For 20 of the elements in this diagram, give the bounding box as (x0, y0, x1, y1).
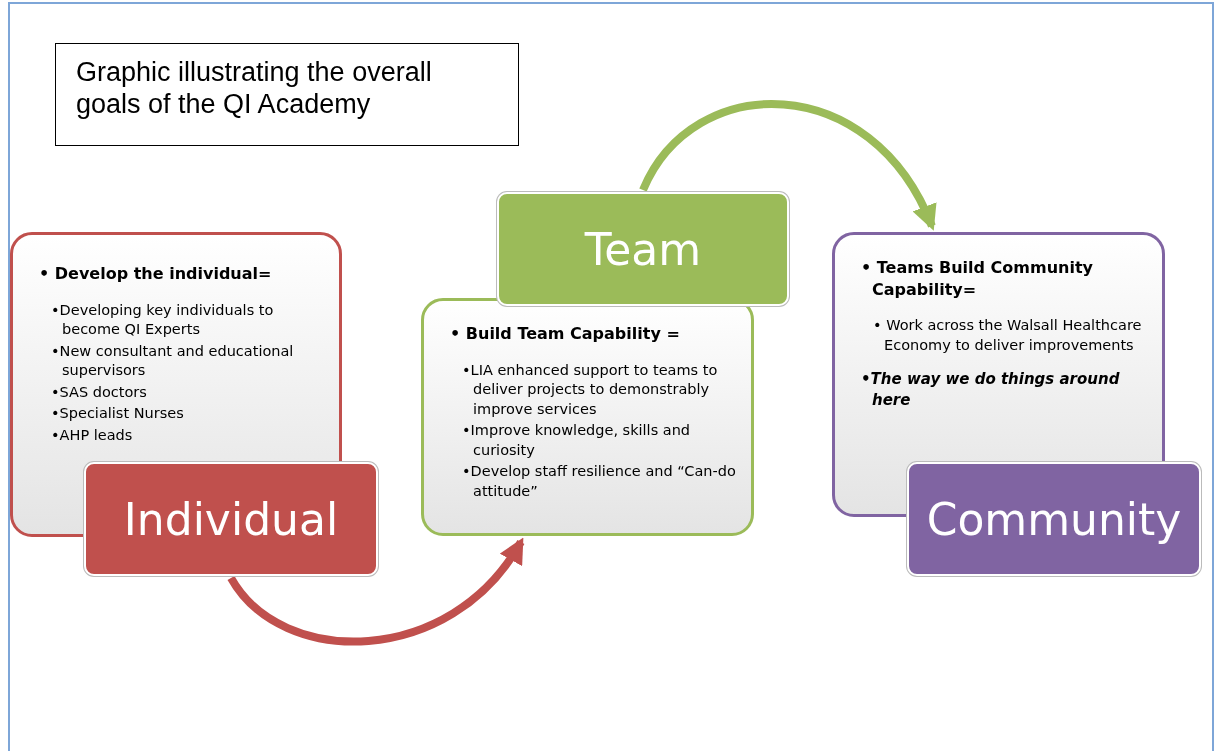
heading-text: • Develop the individual= (39, 263, 273, 285)
curved-arrow (639, 100, 936, 231)
bullet-text: •New consultant and educational supervisors (51, 341, 295, 381)
stage-banner: Team (497, 192, 789, 306)
bullet-text: •The way we do things around here (861, 369, 1121, 410)
bullet-text: • Work across the Walsall Healthcare Economy to deliver improvements (873, 316, 1143, 355)
bullet-text: •Developing key individuals to become QI Experts (51, 300, 275, 340)
bullet-text: •SAS doctors (51, 382, 148, 402)
bullet-text: •Specialist Nurses (51, 404, 185, 424)
bullet-text: •LIA enhanced support to teams to deliver projects to demonstrably improve services (462, 360, 719, 419)
curved-arrow (227, 537, 525, 645)
title-box: Graphic illustrating the overall goals of the QI Academy (55, 43, 519, 146)
bullet-text: •Develop staff resilience and “Can-do attitude” (462, 462, 737, 501)
heading-text: • Teams Build Community Capability= (861, 257, 1094, 301)
bullet-text: •AHP leads (51, 425, 134, 445)
bullet-text: •Improve knowledge, skills and curiosity (462, 421, 692, 460)
stage-banner: Individual (84, 462, 378, 576)
content-card (421, 298, 754, 536)
stage-banner: Community (907, 462, 1201, 576)
heading-text: • Build Team Capability = (450, 323, 681, 345)
